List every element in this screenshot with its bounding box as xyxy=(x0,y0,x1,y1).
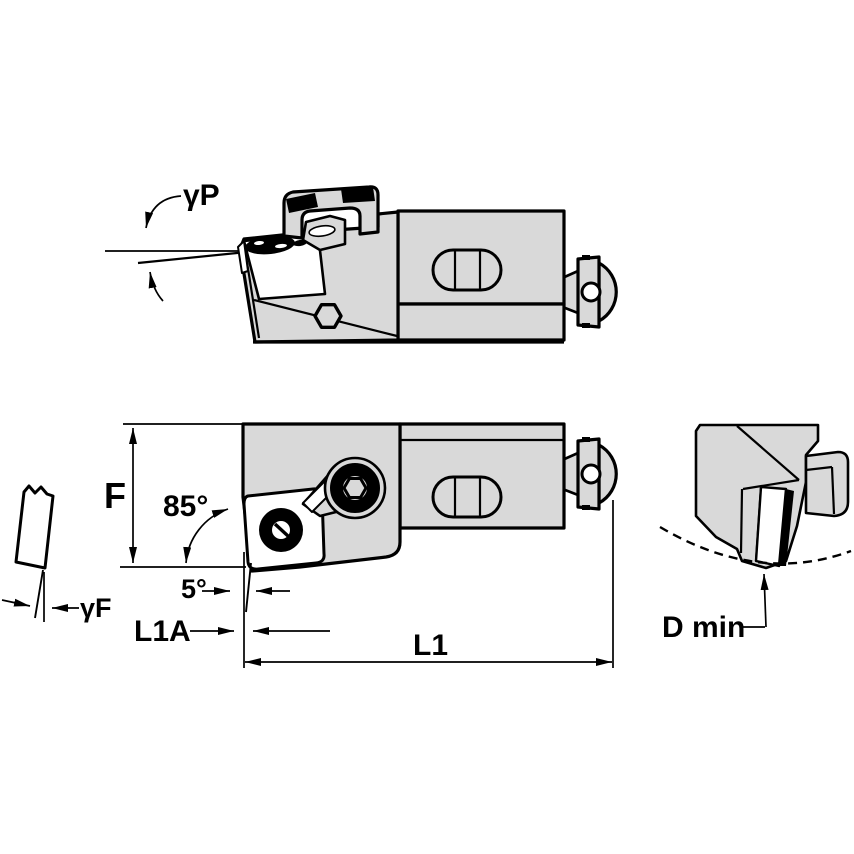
dimension-d-min: D min xyxy=(662,573,769,644)
dimension-85: 85° xyxy=(163,490,229,564)
gamma-f-label: γF xyxy=(80,593,112,623)
gamma-p-rake-line xyxy=(137,250,248,265)
shank-slot xyxy=(431,475,503,519)
dimension-gamma-p: γP xyxy=(145,179,220,302)
front-knob xyxy=(558,437,618,511)
top-rake-view: γP xyxy=(105,179,618,344)
angle-5-label: 5° xyxy=(181,574,207,604)
dimension-l1a: L1A xyxy=(134,615,330,648)
dimension-gamma-f: γF xyxy=(1,593,112,623)
f-label: F xyxy=(104,475,126,516)
front-side-view: F 85° 5° L1A L1 xyxy=(104,422,618,668)
dimension-l1: L1 xyxy=(245,500,614,668)
gamma-p-label: γP xyxy=(183,179,220,212)
knob-hole xyxy=(580,281,602,303)
dimension-5: 5° xyxy=(181,552,290,668)
angle-85-label: 85° xyxy=(163,490,208,523)
front-clamp xyxy=(301,456,387,520)
l1a-label: L1A xyxy=(134,615,191,648)
shank-slot xyxy=(431,248,503,292)
back-knob xyxy=(558,255,618,329)
rake-face-line xyxy=(34,569,44,619)
end-view: D min xyxy=(659,423,852,644)
insert-profile-view: γF xyxy=(1,484,112,623)
top-clamp xyxy=(282,185,380,252)
set-screw-hex xyxy=(313,303,343,329)
insert-screw-edge xyxy=(245,235,295,255)
knob-hole xyxy=(580,463,602,485)
clearance-edge xyxy=(245,562,252,613)
dimension-f: F xyxy=(104,423,246,568)
d-min-label: D min xyxy=(662,611,745,644)
l1-label: L1 xyxy=(413,629,448,662)
end-view-clamp xyxy=(804,450,850,518)
insert-profile xyxy=(14,484,55,570)
shank-lower-band xyxy=(396,302,566,342)
angle-arc xyxy=(183,508,229,564)
